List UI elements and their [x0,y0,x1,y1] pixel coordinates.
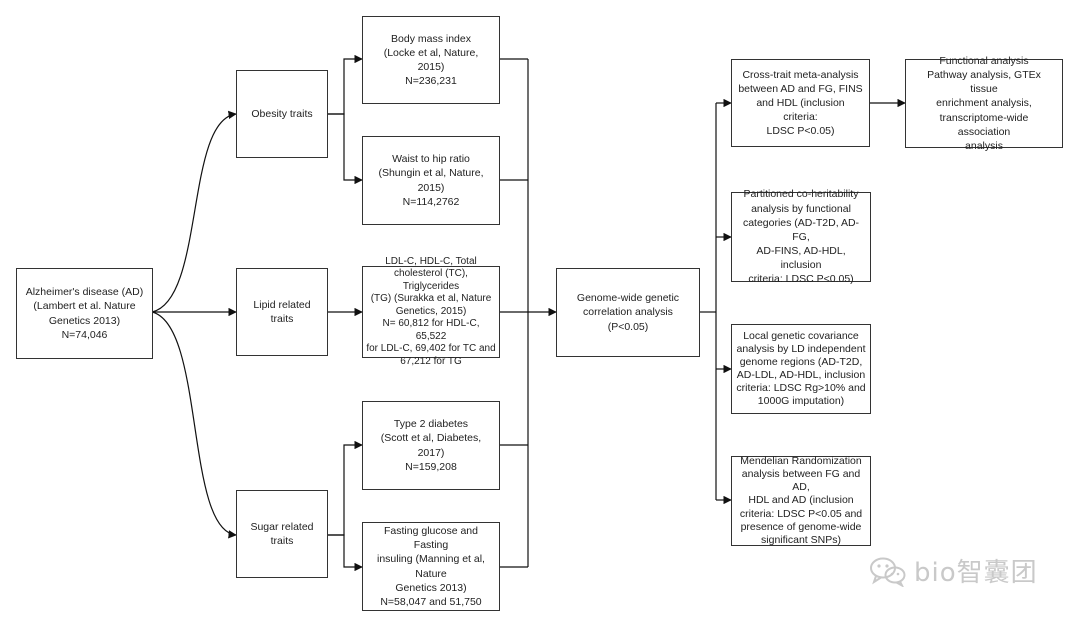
node-partitioned-coheritability: Partitioned co-heritability analysis by … [731,188,871,285]
watermark-text: bio智囊团 [914,558,1038,588]
edge-ad-sugar [151,311,237,539]
node-type-2-diabetes: Type 2 diabetes (Scott et al, Diabetes, … [362,401,500,490]
edge-sugar-t2d [328,440,363,536]
node-functional-analysis: Functional analysis Pathway analysis, GT… [905,55,1063,152]
node-sugar-traits-text: Sugar related traits [250,520,314,547]
node-cross-trait-meta-analysis-text: Cross-trait meta-analysis between AD and… [738,68,863,138]
node-sugar-traits: Sugar related traits [236,490,328,578]
node-lipid-gwas-text: LDL-C, HDL-C, Total cholesterol (TC), Tr… [366,255,496,367]
node-genome-wide-correlation-text: Genome-wide genetic correlation analysis… [576,292,680,333]
node-functional-analysis-text: Functional analysis Pathway analysis, GT… [927,54,1041,152]
node-body-mass-index: Body mass index (Locke et al, Nature, 20… [362,16,500,104]
node-obesity-traits-text: Obesity traits [251,107,313,120]
node-alzheimers-disease-text: Alzheimer's disease (AD) (Lambert et al.… [25,286,144,341]
node-type-2-diabetes-text: Type 2 diabetes (Scott et al, Diabetes, … [380,418,482,473]
node-obesity-traits: Obesity traits [236,70,328,158]
node-body-mass-index-text: Body mass index (Locke et al, Nature, 20… [383,32,479,88]
watermark: bio智囊团 [868,552,1038,589]
node-waist-to-hip-ratio: Waist to hip ratio (Shungin et al, Natur… [362,136,500,225]
node-lipid-traits: Lipid related traits [236,268,328,356]
edge-sugar-fg [328,534,363,572]
node-mendelian-randomization-text: Mendelian Randomization analysis between… [739,455,863,546]
edge-ad-obesity [151,110,237,313]
node-fasting-glucose-text: Fasting glucose and Fasting insuling (Ma… [377,524,485,608]
node-genome-wide-correlation: Genome-wide genetic correlation analysis… [556,268,700,357]
node-alzheimers-disease: Alzheimer's disease (AD) (Lambert et al.… [16,268,153,359]
edge-obesity-bmi [328,54,363,115]
node-mendelian-randomization: Mendelian Randomization analysis between… [731,455,871,546]
node-lipid-traits-text: Lipid related traits [253,298,311,325]
node-fasting-glucose: Fasting glucose and Fasting insuling (Ma… [362,522,500,611]
node-local-genetic-covariance: Local genetic covariance analysis by LD … [731,324,871,414]
edge-obesity-whr [328,113,363,185]
wechat-icon [870,557,906,587]
node-lipid-gwas: LDL-C, HDL-C, Total cholesterol (TC), Tr… [362,256,500,367]
node-partitioned-coheritability-text: Partitioned co-heritability analysis by … [742,188,860,286]
node-cross-trait-meta-analysis: Cross-trait meta-analysis between AD and… [731,59,870,147]
node-waist-to-hip-ratio-text: Waist to hip ratio (Shungin et al, Natur… [378,153,484,208]
node-local-genetic-covariance-text: Local genetic covariance analysis by LD … [736,329,866,408]
